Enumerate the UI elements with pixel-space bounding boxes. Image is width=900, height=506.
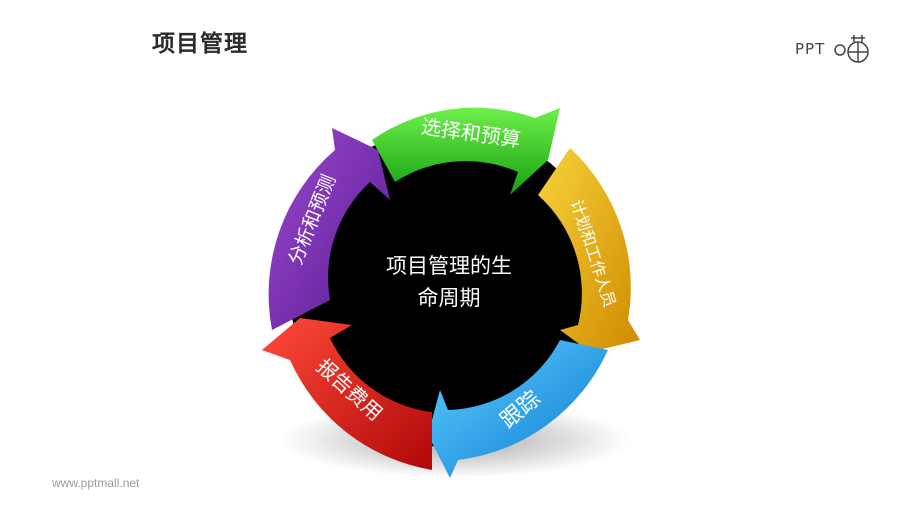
ppt-logo-icon (834, 35, 869, 63)
page-title: 项目管理 (152, 31, 248, 57)
center-label: 项目管理的生 命周期 (349, 250, 549, 314)
footer-url: www.pptmall.net (52, 476, 140, 490)
segment-red-arrow (262, 318, 432, 470)
center-circle (289, 127, 609, 447)
logo-text: PPT (795, 40, 826, 58)
center-label-line2: 命周期 (417, 286, 481, 310)
segment-yellow-arrow (538, 148, 640, 352)
segment-blue-arrow (428, 340, 608, 478)
segment-green-arrow (372, 107, 560, 195)
ppt-logo: PPT (795, 30, 875, 66)
center-label-line1: 项目管理的生 (386, 254, 512, 278)
segment-purple-arrow (268, 128, 390, 330)
